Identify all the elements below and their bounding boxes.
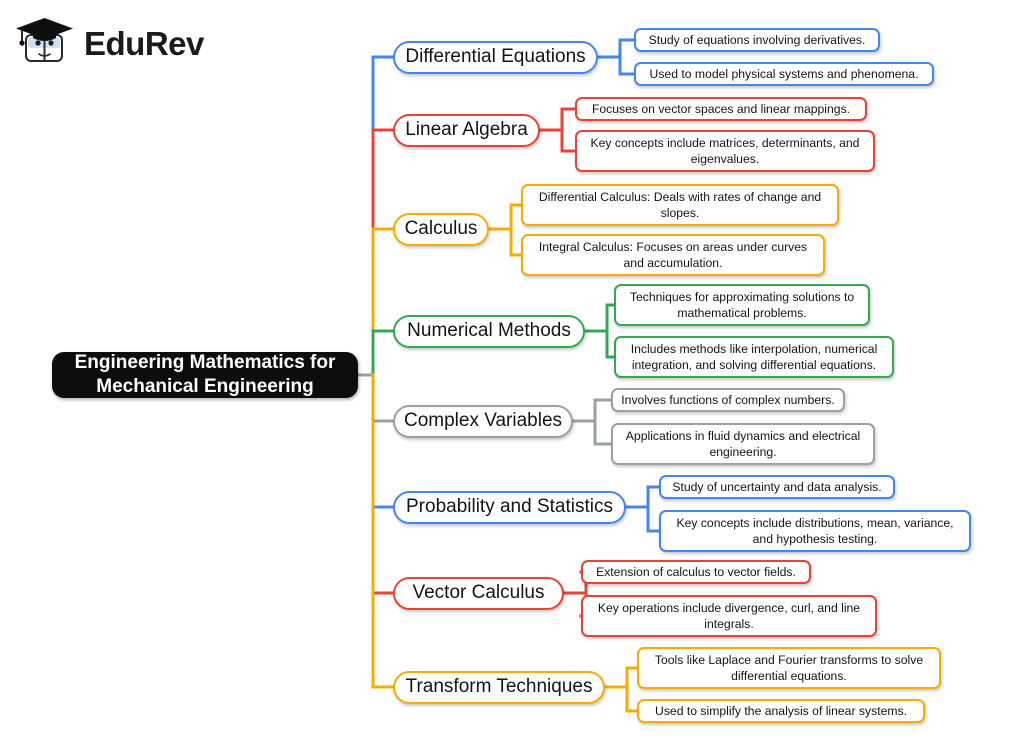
branch-node-label: Complex Variables <box>403 409 563 431</box>
leaf-node[interactable]: Key operations include divergence, curl,… <box>581 595 877 637</box>
leaf-node-label: Key concepts include matrices, determina… <box>590 135 860 166</box>
leaf-node-label: Involves functions of complex numbers. <box>621 392 835 407</box>
leaf-node-label: Key operations include divergence, curl,… <box>597 600 861 631</box>
leaf-node-label: Integral Calculus: Focuses on areas unde… <box>538 239 808 270</box>
graduation-cap-book-icon <box>16 18 73 62</box>
leaf-node[interactable]: Used to simplify the analysis of linear … <box>637 699 925 723</box>
leaf-node[interactable]: Used to model physical systems and pheno… <box>634 62 934 86</box>
leaf-node[interactable]: Integral Calculus: Focuses on areas unde… <box>521 234 825 276</box>
leaf-node[interactable]: Involves functions of complex numbers. <box>611 388 845 412</box>
branch-node[interactable]: Linear Algebra <box>393 113 540 147</box>
branch-node[interactable]: Probability and Statistics <box>393 490 626 524</box>
leaf-node-label: Extension of calculus to vector fields. <box>596 564 796 579</box>
root-node-label: Engineering Mathematics for Mechanical E… <box>74 352 336 397</box>
leaf-node-label: Key concepts include distributions, mean… <box>676 515 954 546</box>
leaf-node[interactable]: Study of uncertainty and data analysis. <box>659 475 895 499</box>
branch-node-label: Differential Equations <box>405 45 586 67</box>
branch-node-label: Linear Algebra <box>405 118 528 140</box>
branch-node-label: Transform Techniques <box>405 675 593 697</box>
leaf-node-label: Used to simplify the analysis of linear … <box>655 703 907 718</box>
leaf-node-label: Focuses on vector spaces and linear mapp… <box>591 101 851 116</box>
leaf-node-label: Used to model physical systems and pheno… <box>649 66 919 81</box>
leaf-node[interactable]: Key concepts include matrices, determina… <box>575 130 875 172</box>
leaf-node[interactable]: Focuses on vector spaces and linear mapp… <box>575 97 867 121</box>
branch-node[interactable]: Differential Equations <box>393 40 598 74</box>
leaf-node[interactable]: Tools like Laplace and Fourier transform… <box>637 647 941 689</box>
branch-node[interactable]: Calculus <box>393 212 489 246</box>
leaf-node[interactable]: Study of equations involving derivatives… <box>634 28 880 52</box>
branch-node[interactable]: Transform Techniques <box>393 670 605 704</box>
leaf-node-label: Tools like Laplace and Fourier transform… <box>654 652 924 683</box>
leaf-node-label: Applications in fluid dynamics and elect… <box>625 428 861 459</box>
root-node[interactable]: Engineering Mathematics for Mechanical E… <box>52 352 358 398</box>
branch-node-label: Vector Calculus <box>412 581 545 603</box>
branch-node-label: Numerical Methods <box>407 319 571 341</box>
leaf-node[interactable]: Differential Calculus: Deals with rates … <box>521 184 839 226</box>
leaf-node-label: Study of equations involving derivatives… <box>648 32 866 47</box>
leaf-node[interactable]: Key concepts include distributions, mean… <box>659 510 971 552</box>
branch-node[interactable]: Vector Calculus <box>393 576 564 610</box>
leaf-node-label: Differential Calculus: Deals with rates … <box>538 189 822 220</box>
leaf-node[interactable]: Techniques for approximating solutions t… <box>614 284 870 326</box>
edurev-logo: EduRev <box>14 14 204 72</box>
leaf-node[interactable]: Includes methods like interpolation, num… <box>614 336 894 378</box>
leaf-node-label: Study of uncertainty and data analysis. <box>672 479 882 494</box>
branch-node-label: Probability and Statistics <box>406 495 613 517</box>
branch-node-label: Calculus <box>404 217 478 239</box>
leaf-node-label: Techniques for approximating solutions t… <box>629 289 855 320</box>
logo-wordmark: EduRev <box>84 24 204 62</box>
branch-node[interactable]: Numerical Methods <box>393 314 585 348</box>
leaf-node-label: Includes methods like interpolation, num… <box>630 341 878 372</box>
branch-node[interactable]: Complex Variables <box>393 404 573 438</box>
leaf-node[interactable]: Extension of calculus to vector fields. <box>581 560 811 584</box>
leaf-node[interactable]: Applications in fluid dynamics and elect… <box>611 423 875 465</box>
